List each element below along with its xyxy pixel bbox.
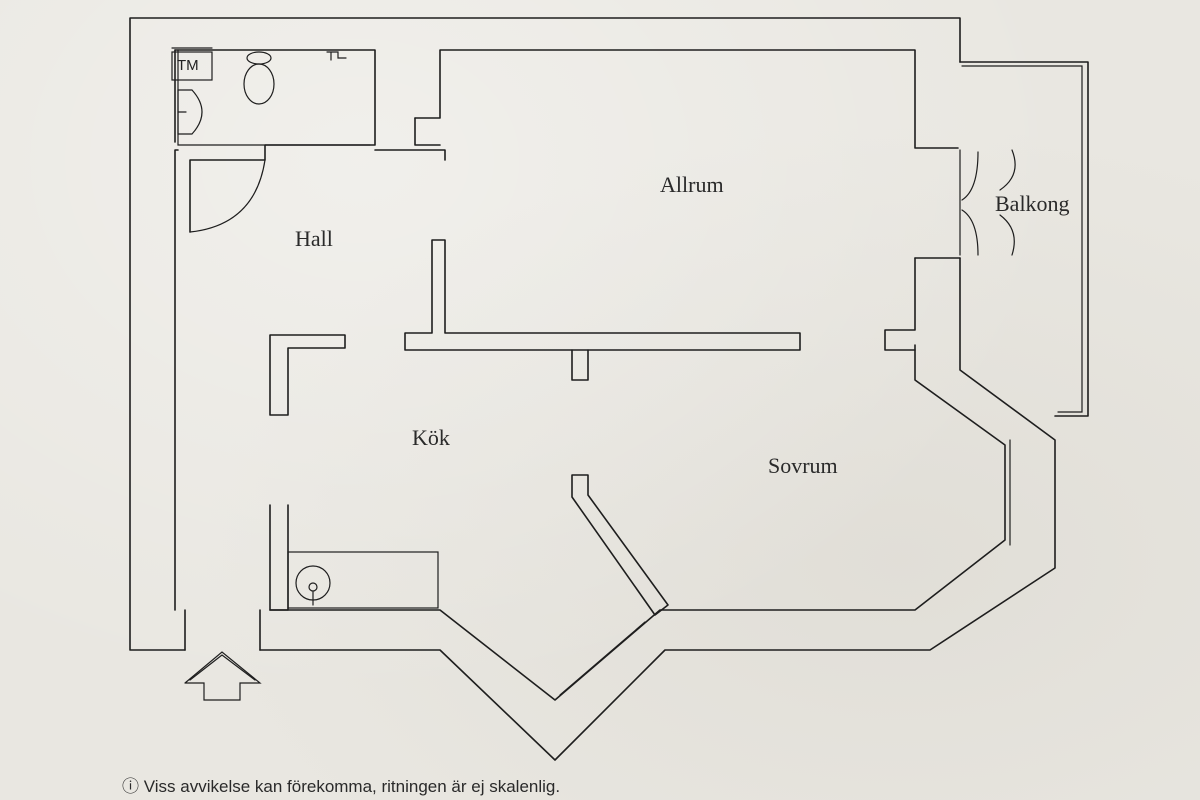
interior-walls — [269, 49, 1011, 696]
balcony-door — [959, 149, 1016, 256]
room-label-sovrum: Sovrum — [768, 453, 838, 478]
balcony-outline — [959, 61, 1089, 417]
tm-label: TM — [177, 57, 199, 74]
outer-walls — [129, 17, 1056, 761]
entrance-arrow-icon — [184, 651, 262, 701]
room-label-allrum: Allrum — [660, 172, 724, 197]
disclaimer-text: ⓘ Viss avvikelse kan förekomma, ritninge… — [122, 777, 561, 796]
room-label-kok: Kök — [412, 425, 450, 450]
bathroom — [171, 47, 376, 233]
room-label-hall: Hall — [295, 226, 333, 251]
kitchen-sink — [295, 565, 331, 606]
room-label-balkong: Balkong — [995, 191, 1070, 216]
